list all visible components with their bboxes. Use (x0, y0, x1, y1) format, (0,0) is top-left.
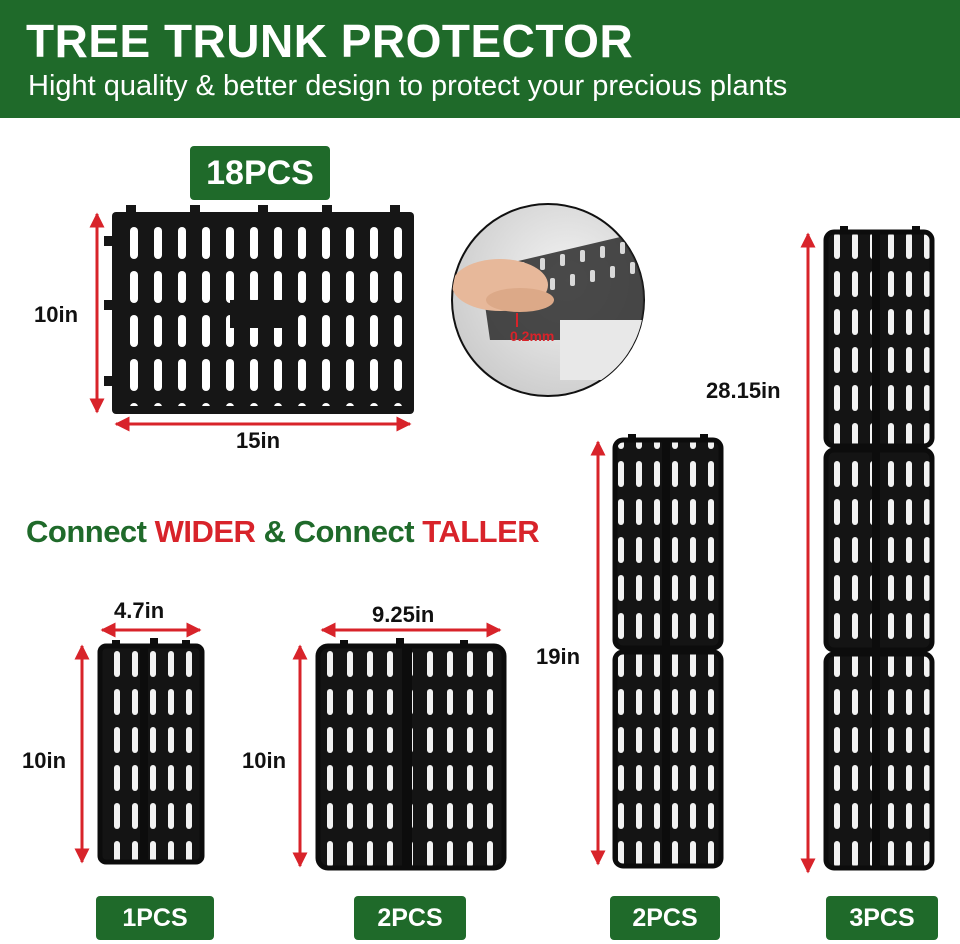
sheet-width-label: 15in (236, 428, 281, 453)
config-2pcs-tall-cylinder (612, 434, 724, 869)
sheet-quantity-badge: 18PCS (190, 146, 330, 200)
config-4-height-label: 28.15in (706, 378, 781, 403)
config-2-width-label: 9.25in (372, 602, 435, 627)
page-subtitle: Hight quality & better design to protect… (28, 70, 788, 102)
thickness-label: 0.2mm (510, 328, 555, 344)
sheet-height-label: 10in (34, 302, 79, 327)
config-1pcs-cylinder (97, 638, 205, 865)
connect-heading: Connect WIDER & Connect TALLER (26, 514, 540, 550)
connect-text-2: & Connect (255, 514, 423, 549)
config-1-quantity-badge: 1PCS (96, 896, 214, 940)
config-3pcs-tallest-cylinder (823, 226, 935, 871)
page-title: TREE TRUNK PROTECTOR (26, 15, 634, 67)
config-2pcs-wide-cylinder (315, 638, 507, 871)
config-4-quantity-badge: 3PCS (826, 896, 938, 940)
config-3-height-label: 19in (536, 644, 581, 669)
config-2-quantity-badge: 2PCS (354, 896, 466, 940)
connect-text-1: Connect (26, 514, 155, 549)
connect-text-wider: WIDER (154, 514, 256, 549)
header-banner: TREE TRUNK PROTECTOR Hight quality & bet… (0, 0, 960, 118)
config-2-height-label: 10in (242, 748, 287, 773)
connect-text-taller: TALLER (422, 514, 540, 549)
config-1-width-label: 4.7in (114, 598, 165, 623)
flat-sheet (104, 205, 414, 414)
config-1-height-label: 10in (22, 748, 67, 773)
config-3-quantity-badge: 2PCS (610, 896, 720, 940)
thickness-closeup (451, 203, 645, 397)
